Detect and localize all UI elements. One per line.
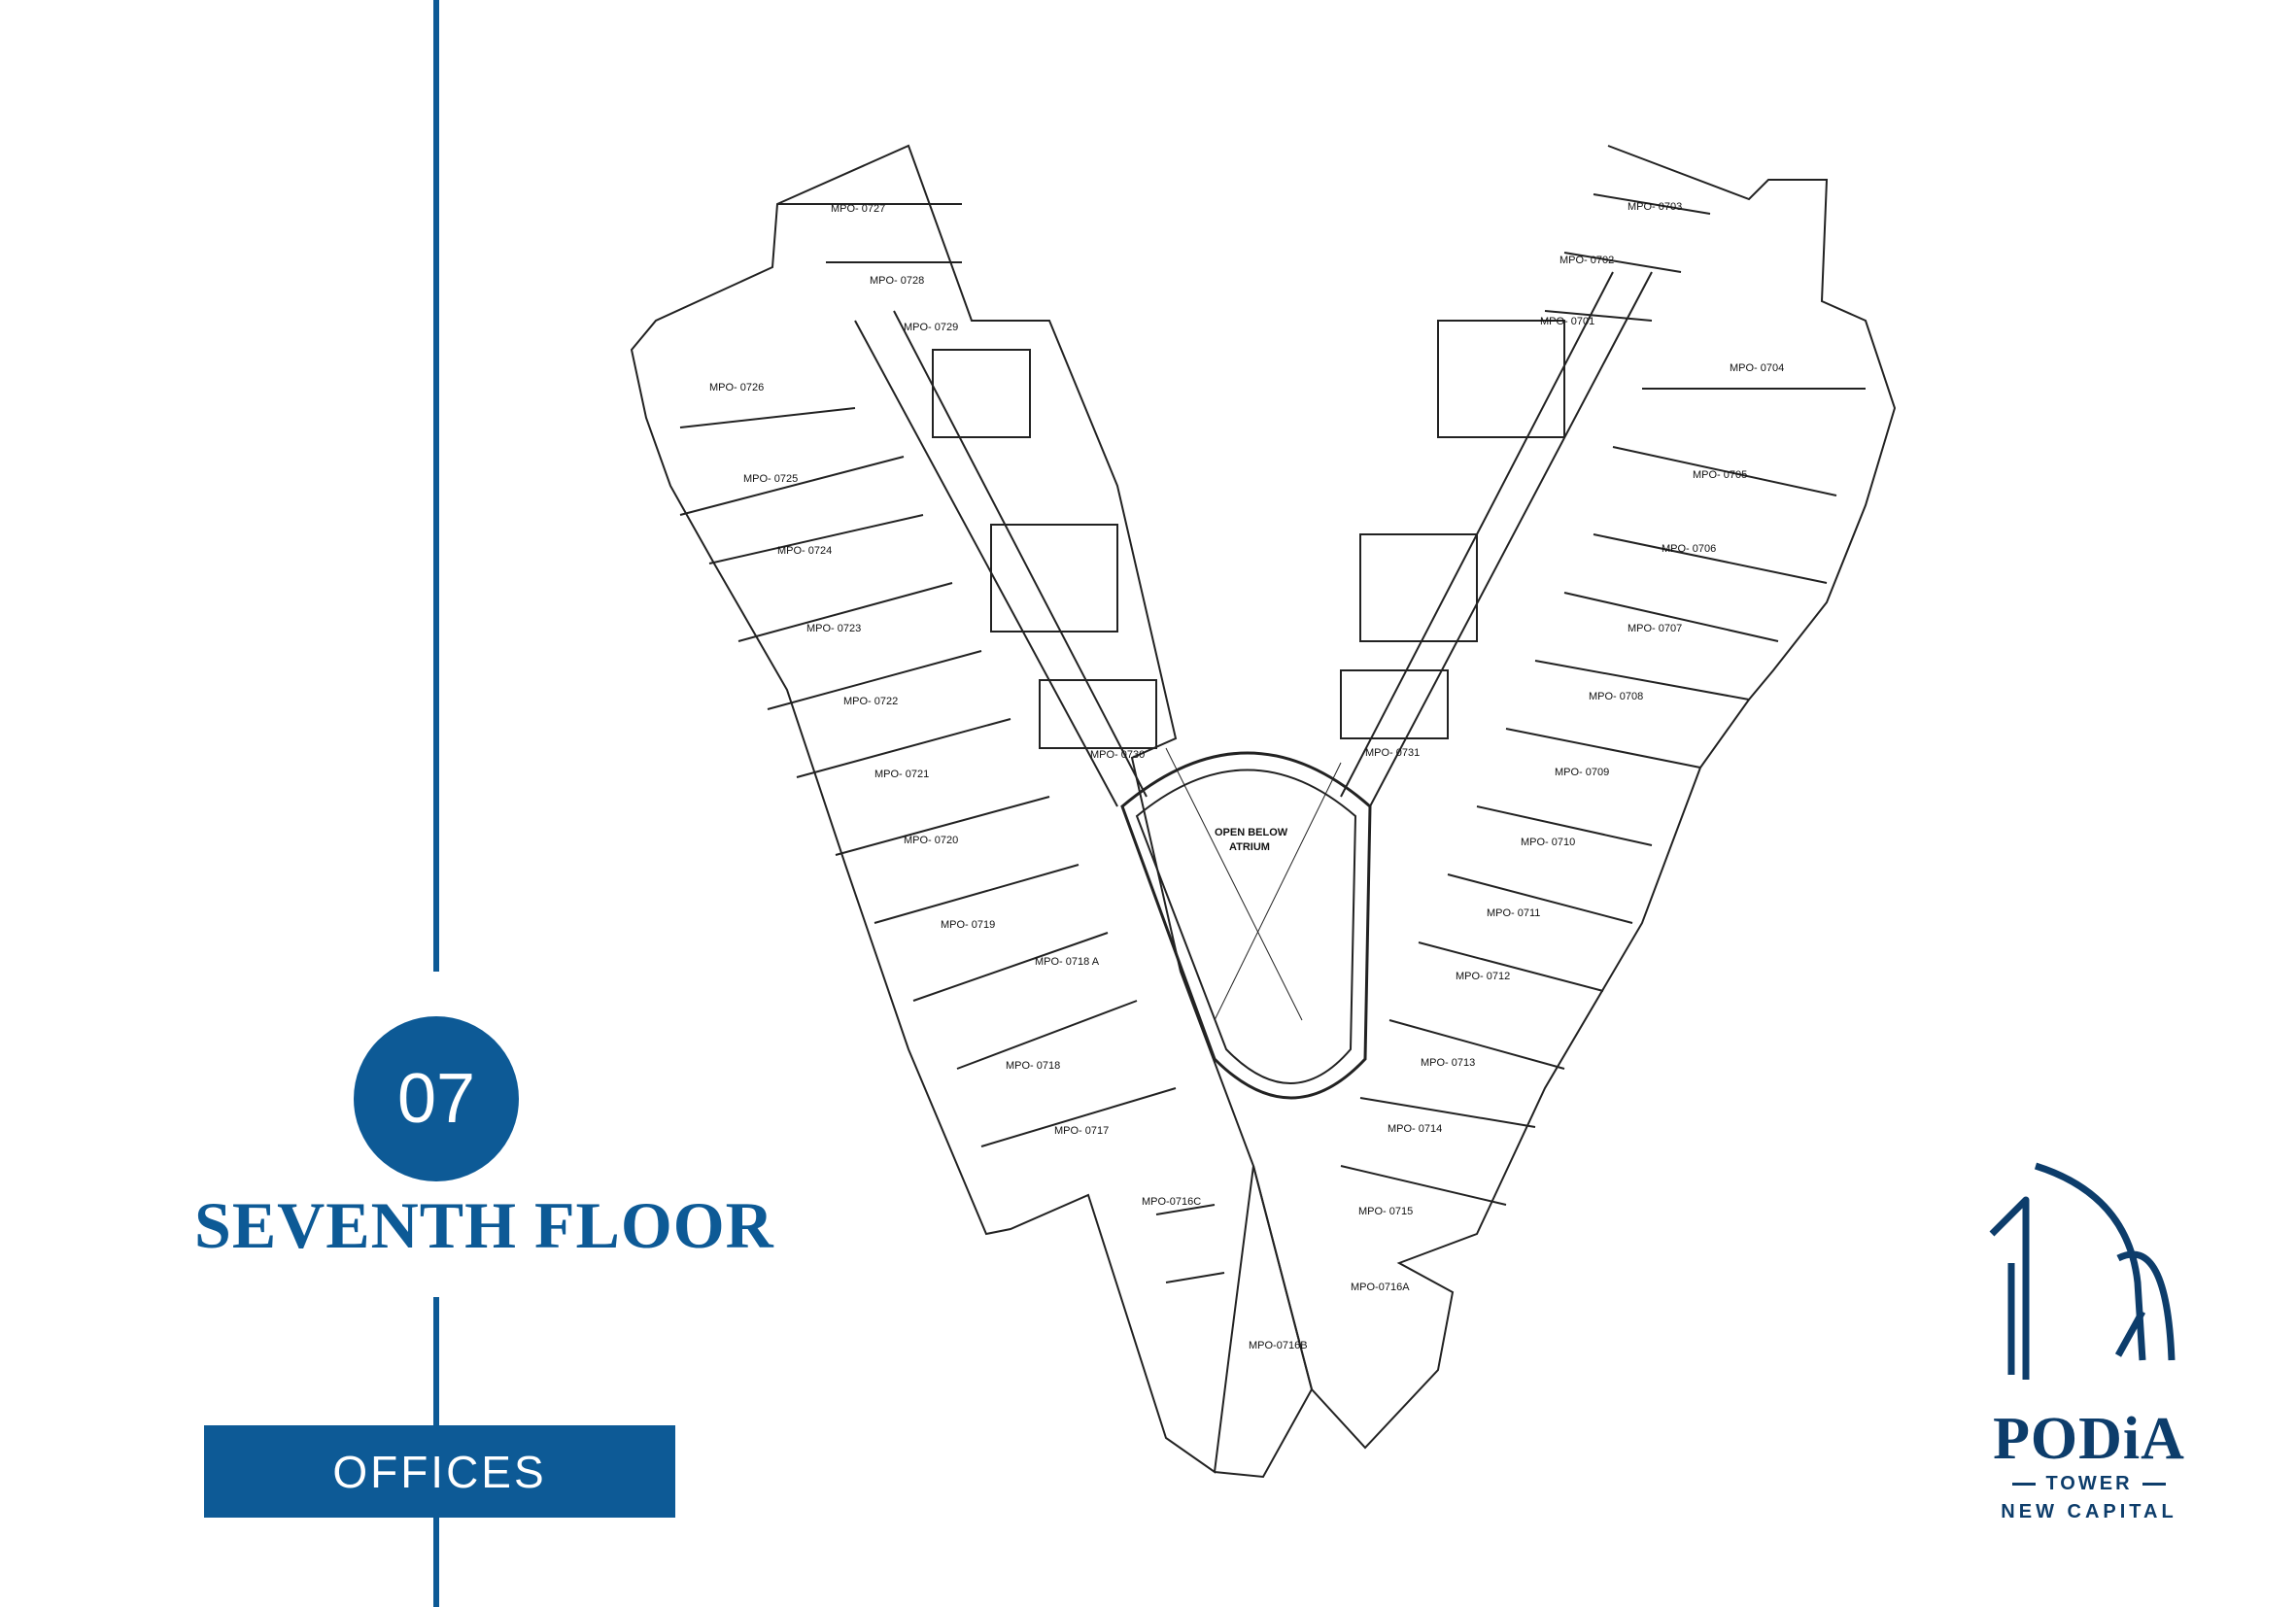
svg-text:MPO- 0713: MPO- 0713 (1421, 1057, 1475, 1069)
svg-text:MPO- 0703: MPO- 0703 (1628, 201, 1682, 213)
svg-text:MPO- 0701: MPO- 0701 (1540, 316, 1594, 327)
svg-text:MPO- 0717: MPO- 0717 (1054, 1125, 1109, 1137)
svg-text:MPO- 0727: MPO- 0727 (831, 203, 885, 215)
svg-text:MPO- 0702: MPO- 0702 (1559, 255, 1614, 266)
svg-text:MPO- 0723: MPO- 0723 (806, 623, 861, 634)
floor-number-badge: 07 (354, 1016, 519, 1181)
brand-wordmark: PODiA TOWER NEW CAPITAL (1992, 1409, 2186, 1523)
svg-text:MPO- 0707: MPO- 0707 (1628, 623, 1682, 634)
svg-text:MPO- 0726: MPO- 0726 (709, 382, 764, 393)
svg-text:MPO- 0718: MPO- 0718 (1006, 1060, 1060, 1072)
svg-text:MPO- 0710: MPO- 0710 (1521, 837, 1575, 848)
svg-text:MPO- 0711: MPO- 0711 (1487, 907, 1540, 919)
dash-decoration (2142, 1483, 2166, 1486)
floor-title: SEVENTH FLOOR (194, 1188, 774, 1262)
brand-sub: TOWER (1992, 1473, 2186, 1495)
svg-text:MPO- 0730: MPO- 0730 (1090, 749, 1145, 761)
svg-text:MPO-0716B: MPO-0716B (1249, 1340, 1308, 1351)
svg-text:MPO- 0729: MPO- 0729 (904, 322, 958, 333)
dash-decoration (2012, 1483, 2037, 1486)
brand-sub-text: TOWER (2045, 1473, 2133, 1494)
svg-text:MPO- 0725: MPO- 0725 (743, 473, 798, 485)
svg-text:MPO- 0722: MPO- 0722 (843, 696, 898, 707)
svg-text:MPO- 0714: MPO- 0714 (1388, 1123, 1442, 1135)
svg-text:MPO- 0718 A: MPO- 0718 A (1035, 956, 1100, 968)
divider-line-top (433, 0, 439, 972)
brand-logo-icon (1989, 1162, 2176, 1380)
svg-text:MPO- 0724: MPO- 0724 (777, 545, 832, 557)
svg-text:MPO- 0715: MPO- 0715 (1358, 1206, 1413, 1217)
svg-text:MPO- 0712: MPO- 0712 (1456, 971, 1510, 982)
svg-text:MPO- 0705: MPO- 0705 (1693, 469, 1747, 481)
svg-text:MPO- 0720: MPO- 0720 (904, 835, 958, 846)
svg-text:MPO-0716A: MPO-0716A (1351, 1282, 1410, 1293)
svg-text:MPO- 0706: MPO- 0706 (1662, 543, 1716, 555)
svg-text:MPO- 0704: MPO- 0704 (1730, 362, 1784, 374)
svg-text:MPO- 0728: MPO- 0728 (870, 275, 924, 287)
svg-text:MPO- 0721: MPO- 0721 (874, 769, 929, 780)
svg-text:MPO-0716C: MPO-0716C (1142, 1196, 1201, 1208)
svg-text:MPO- 0719: MPO- 0719 (941, 919, 995, 931)
svg-text:MPO- 0708: MPO- 0708 (1589, 691, 1643, 702)
brand-name: PODiA (1993, 1406, 2185, 1472)
svg-text:MPO- 0731: MPO- 0731 (1365, 747, 1420, 759)
svg-text:MPO- 0709: MPO- 0709 (1555, 767, 1609, 778)
brand-location: NEW CAPITAL (2001, 1501, 2177, 1522)
atrium-label-line2: ATRIUM (1229, 841, 1270, 853)
category-banner: OFFICES (204, 1425, 675, 1518)
atrium-label-line1: OPEN BELOW (1215, 827, 1288, 838)
